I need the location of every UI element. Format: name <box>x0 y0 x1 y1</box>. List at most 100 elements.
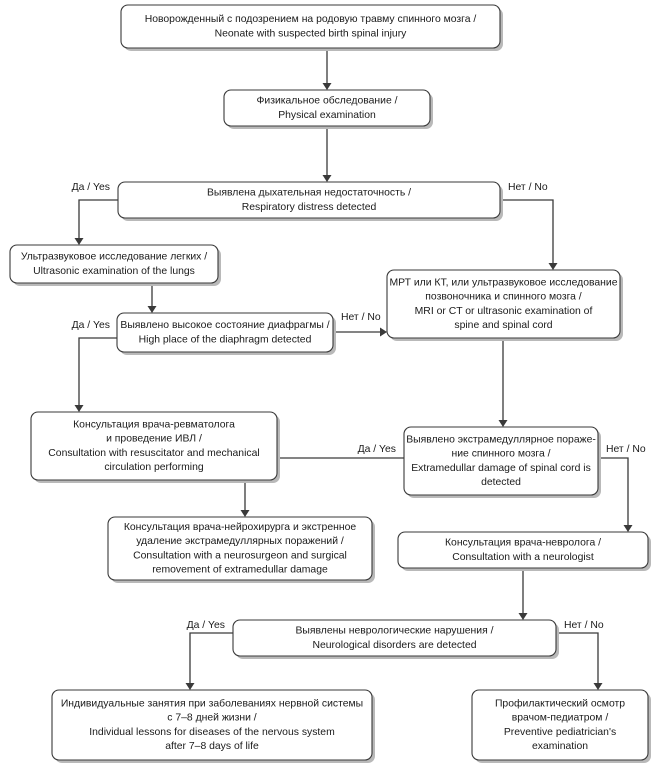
connector-diaphragm-yes-to-resuscitator <box>74 337 117 412</box>
node-text-line: Neurological disorders are detected <box>312 640 476 651</box>
node-ultrasonic-examination-lungs[interactable]: Ультразвуковое исследование легких / Ultr… <box>9 244 221 286</box>
node-respiratory-distress-detected[interactable]: Выявлена дыхательная недостаточность /Re… <box>117 181 503 221</box>
node-text-line: Ultrasonic examination of the lungs <box>33 266 195 277</box>
node-box[interactable] <box>386 269 621 339</box>
node-text-line: Выявлена дыхательная недостаточность / <box>207 188 411 199</box>
node-text-line: Консультация врача-невролога / <box>445 538 601 549</box>
node-text-line: Physical examination <box>278 110 376 121</box>
node-consultation-resuscitator-ventilation[interactable]: Консультация врача-ревматолога и проведен… <box>30 411 280 483</box>
connector-respiratory-no-to-mri <box>500 199 558 270</box>
node-text-line: Preventive pediatrician's <box>504 727 616 738</box>
edge-label-respiratory-yes: Да / Yes <box>72 182 110 193</box>
connector-respiratory-yes-to-lungs-arrowhead-icon <box>74 238 84 245</box>
node-box[interactable] <box>51 689 373 761</box>
node-box[interactable] <box>107 516 373 581</box>
node-consultation-neurosurgeon-surgery[interactable]: Консультация врача-нейрохирурга и экстре… <box>107 516 375 583</box>
node-mri-or-ct-spine-spinal-cord[interactable]: МРТ или КТ, или ультразвуковое исследова… <box>386 269 623 341</box>
node-physical-examination[interactable]: Физикальное обследование / Physical exami… <box>223 89 433 129</box>
node-text-line: Консультация врача-нейрохирурга и экстре… <box>124 522 357 533</box>
node-text-line: Новорожденный с подозрением на родовую т… <box>145 14 477 25</box>
node-text-line: Консультация врача-ревматолога <box>73 419 235 430</box>
node-text-line: ние спинного мозга / <box>452 449 551 460</box>
nodes-layer: Новорожденный с подозрением на родовую т… <box>9 4 651 763</box>
node-box[interactable] <box>397 531 649 569</box>
node-text-line: Individual lessons for diseases of the n… <box>89 727 334 738</box>
node-text-line: Neonate with suspected birth spinal inju… <box>215 28 408 39</box>
connector-extramedullar-no-to-neurologist-arrowhead-icon <box>623 525 633 532</box>
connector-neuro-no-to-pediatrician <box>556 632 603 690</box>
connectors-layer <box>74 48 633 690</box>
node-text-line: и проведение ИВЛ / <box>106 434 202 445</box>
connector-neuro-yes-to-lessons <box>185 632 233 690</box>
connector-neurologist-to-neuro-disorders-arrowhead-icon <box>518 613 528 620</box>
node-text-line: Ультразвуковое исследование легких / <box>21 252 207 263</box>
edge-label-neurological-yes: Да / Yes <box>187 620 225 631</box>
node-text-line: Выявлено высокое состояние диафрагмы / <box>120 319 329 331</box>
node-text-line: удаление экстрамедуллярных поражений / <box>136 536 344 547</box>
node-text-line: Выявлены неврологические нарушения / <box>296 626 494 637</box>
node-box[interactable] <box>9 244 219 284</box>
connector-diaphragm-no-to-mri-arrowhead-icon <box>380 327 387 337</box>
connector-neuro-no-to-pediatrician-line <box>556 632 599 684</box>
node-box[interactable] <box>117 181 501 219</box>
edge-label-diaphragm-no: Нет / No <box>341 312 381 323</box>
connector-neuro-no-to-pediatrician-arrowhead-icon <box>593 683 603 690</box>
node-text-line: Extramedullar damage of spinal cord is <box>411 463 591 474</box>
node-text-line: removement of extramedullar damage <box>152 565 328 576</box>
node-text-line: позвоночника и спинного мозга / <box>425 292 582 303</box>
connector-physical-to-respiratory-arrowhead-icon <box>322 175 332 182</box>
node-preventive-pediatrician-examination[interactable]: Профилактический осмотр врачом-педиатром … <box>471 689 651 763</box>
node-text-line: circulation performing <box>104 462 204 473</box>
connector-neuro-yes-to-lessons-line <box>189 632 233 684</box>
node-text-line: spine and spinal cord <box>454 320 552 331</box>
node-box[interactable] <box>116 312 334 353</box>
connector-mri-to-extramedullar <box>498 338 508 427</box>
connector-neurologist-to-neuro-disorders <box>518 568 528 620</box>
connector-start-to-physical <box>322 48 332 90</box>
connector-diaphragm-no-to-mri <box>333 327 387 337</box>
connector-respiratory-yes-to-lungs <box>74 199 118 245</box>
connector-extramedullar-no-to-neurologist-line <box>598 457 629 526</box>
node-text-line: Физикальное обследование / <box>256 95 397 107</box>
node-box[interactable] <box>471 689 649 761</box>
node-text-line: Профилактический осмотр <box>495 697 625 709</box>
connector-diaphragm-yes-to-resuscitator-arrowhead-icon <box>74 405 84 412</box>
edge-label-diaphragm-yes: Да / Yes <box>72 320 110 331</box>
node-text-line: Индивидуальные занятия при заболеваниях … <box>61 697 363 709</box>
node-high-diaphragm-detected[interactable]: Выявлено высокое состояние диафрагмы / Hi… <box>116 312 336 355</box>
node-neurological-disorders-detected[interactable]: Выявлены неврологические нарушения / Neur… <box>232 619 559 659</box>
node-text-line: МРТ или КТ, или ультразвуковое исследова… <box>389 277 617 288</box>
node-text-line: MRI or CT or ultrasonic examination of <box>415 306 593 317</box>
edge-label-extramedullar-yes: Да / Yes <box>358 444 396 455</box>
node-box[interactable] <box>120 4 501 49</box>
edge-label-respiratory-no: Нет / No <box>508 182 548 193</box>
connector-lungs-to-diaphragm <box>147 283 157 313</box>
node-text-line: Consultation with a neurosurgeon and sur… <box>133 550 347 561</box>
connector-respiratory-yes-to-lungs-line <box>78 199 118 239</box>
connector-extramedullar-yes-to-neurosurgeon-arrowhead-icon <box>240 510 250 517</box>
node-box[interactable] <box>223 89 431 127</box>
node-text-line: врачом-педиатром / <box>512 713 609 724</box>
node-text-line: с 7–8 дней жизни / <box>167 713 257 724</box>
edge-label-neurological-no: Нет / No <box>564 620 604 631</box>
node-neonate-suspected-injury[interactable]: Новорожденный с подозрением на родовую т… <box>120 4 503 51</box>
connector-neuro-yes-to-lessons-arrowhead-icon <box>185 683 195 690</box>
node-text-line: Выявлено экстрамедуллярное пораже- <box>406 434 596 445</box>
connector-start-to-physical-arrowhead-icon <box>322 83 332 90</box>
connector-mri-to-extramedullar-arrowhead-icon <box>498 420 508 427</box>
connector-physical-to-respiratory <box>322 126 332 182</box>
node-text-line: examination <box>532 741 588 752</box>
node-individual-lessons-nervous-system[interactable]: Индивидуальные занятия при заболеваниях … <box>51 689 375 763</box>
node-text-line: Consultation with a neurologist <box>452 552 594 563</box>
node-consultation-neurologist[interactable]: Консультация врача-невролога / Consultati… <box>397 531 651 571</box>
node-box[interactable] <box>30 411 278 481</box>
connector-diaphragm-yes-to-resuscitator-line <box>78 337 117 406</box>
node-box[interactable] <box>232 619 557 657</box>
connector-lungs-to-diaphragm-arrowhead-icon <box>147 306 157 313</box>
node-text-line: High place of the diaphragm detected <box>139 334 312 345</box>
node-text-line: Consultation with resuscitator and mecha… <box>48 448 259 459</box>
node-extramedullar-damage-detected[interactable]: Выявлено экстрамедуллярное пораже-ние сп… <box>403 426 601 498</box>
connector-extramedullar-no-to-neurologist <box>598 457 633 532</box>
node-box[interactable] <box>403 426 599 496</box>
